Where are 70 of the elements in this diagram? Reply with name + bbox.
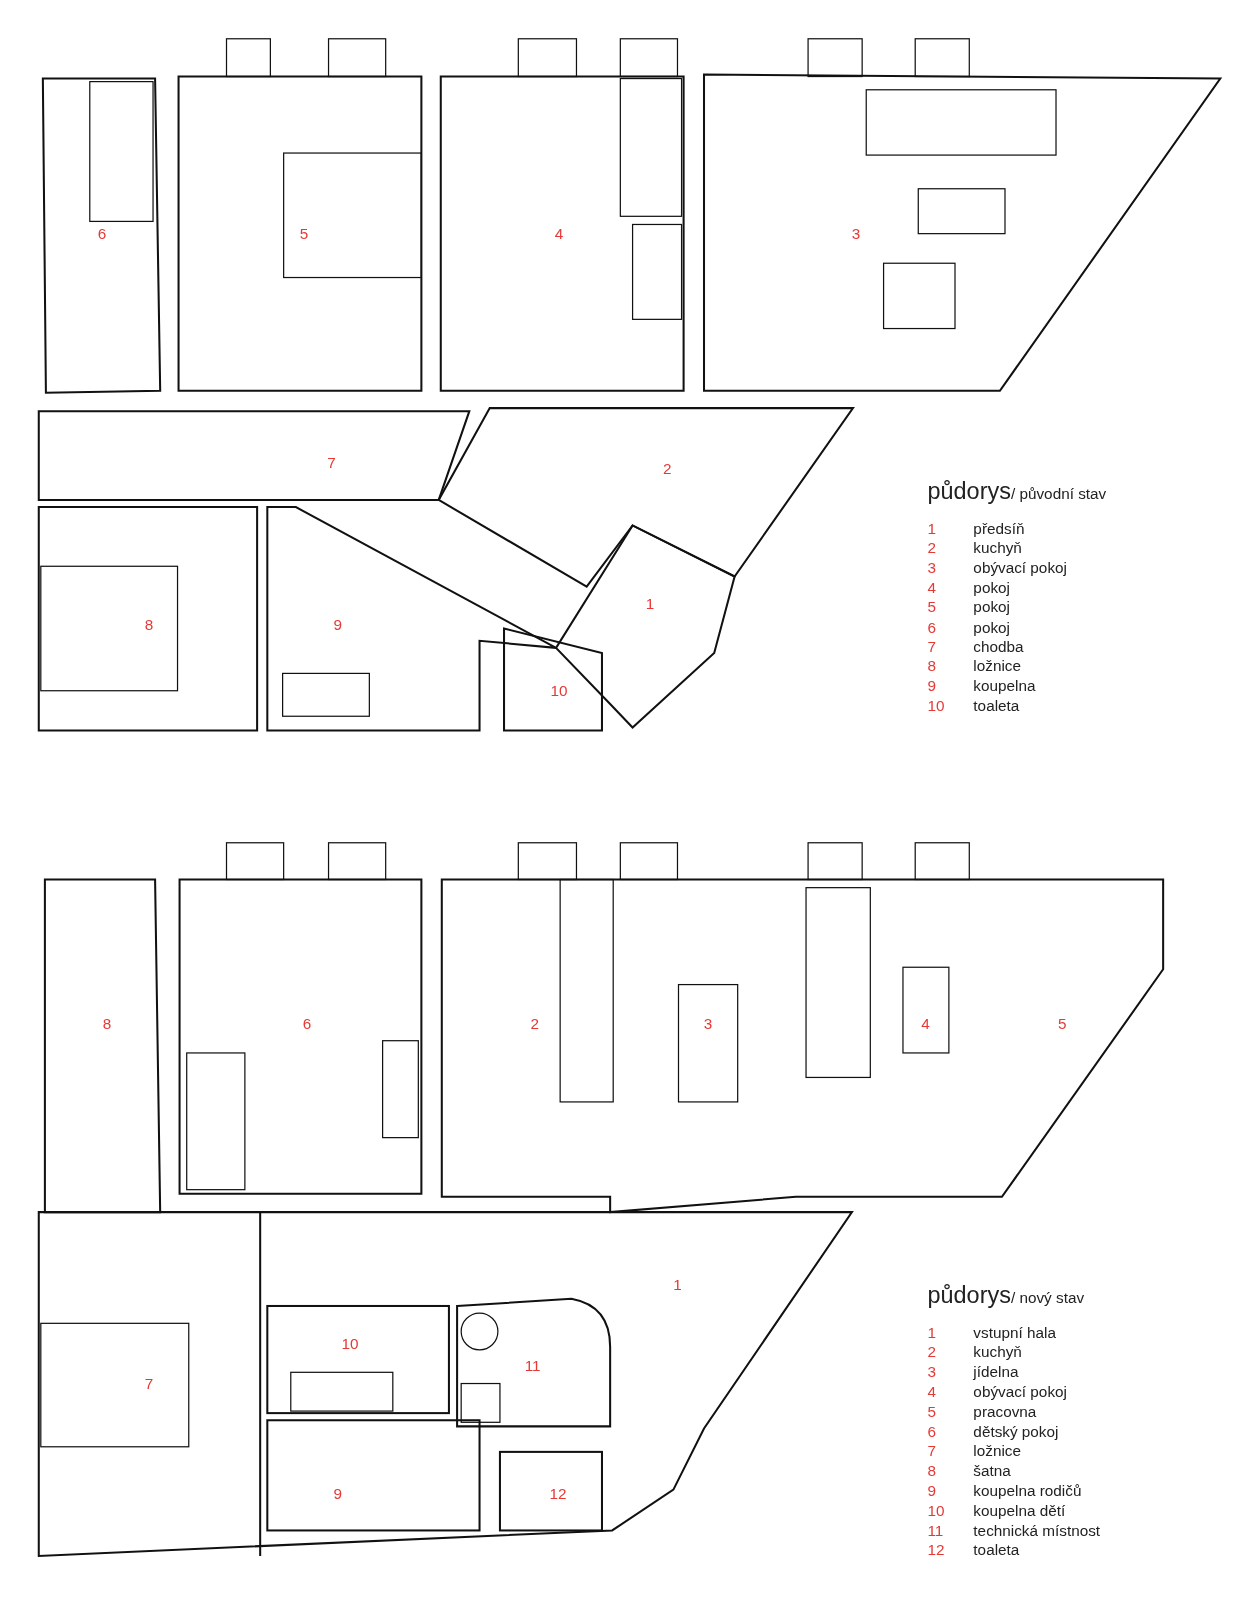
room-number: 10	[550, 683, 568, 699]
legend-number: 10	[927, 1502, 945, 1518]
legend-number: 7	[927, 638, 936, 654]
legend-text: pracovna	[973, 1403, 1037, 1419]
legend-number: 4	[927, 579, 936, 595]
legend-text: koupelna rodičů	[973, 1482, 1082, 1498]
room-number: 7	[327, 454, 336, 470]
legend-number: 1	[927, 1324, 936, 1340]
legend-text: šatna	[973, 1462, 1011, 1479]
room-number: 5	[299, 226, 309, 242]
room-number: 1	[645, 595, 655, 611]
legend-text: jídelna	[973, 1363, 1019, 1380]
legend-text: obývací pokoj	[973, 1383, 1067, 1399]
legend-number: 5	[927, 599, 936, 615]
legend-text: vstupní hala	[973, 1324, 1056, 1340]
legend-text: chodba	[973, 638, 1024, 654]
plan-subheading: / původní stav	[1010, 485, 1107, 501]
legend-text: pokoj	[973, 579, 1010, 595]
room-number: 10	[341, 1336, 359, 1352]
plan-heading: půdorys	[927, 1283, 1011, 1307]
legend-text: technická místnost	[973, 1522, 1101, 1538]
legend-text: obývací pokoj	[973, 559, 1067, 576]
legend-number: 6	[927, 1423, 936, 1439]
plan-heading: půdorys	[927, 479, 1011, 503]
legend-text: kuchyň	[973, 1344, 1022, 1360]
legend-text: pokoj	[973, 599, 1010, 615]
legend-number: 6	[927, 618, 936, 635]
room-number: 11	[524, 1357, 541, 1373]
room-number: 4	[554, 226, 564, 242]
room-number: 2	[663, 460, 672, 476]
legend-text: kuchyň	[973, 540, 1022, 556]
room-number: 6	[97, 226, 107, 242]
room-number: 9	[333, 616, 342, 633]
legend-text: toaleta	[973, 1542, 1020, 1558]
legend-text: předsíň	[973, 520, 1025, 536]
legend-text: pokoj	[973, 618, 1010, 635]
legend-number: 2	[927, 540, 936, 556]
legend-number: 1	[927, 520, 936, 536]
room-number: 8	[102, 1015, 112, 1031]
legend-number: 11	[927, 1522, 944, 1538]
room-number: 5	[1057, 1015, 1067, 1031]
legend-number: 2	[927, 1344, 936, 1360]
plan-subheading: / nový stav	[1010, 1289, 1085, 1305]
legend-number: 3	[927, 559, 936, 576]
room-number: 8	[144, 616, 154, 633]
legend-text: koupelna dětí	[973, 1502, 1066, 1518]
legend-number: 10	[927, 697, 945, 713]
room-number: 3	[851, 226, 861, 242]
legend-number: 8	[927, 1462, 936, 1479]
legend-number: 5	[927, 1403, 936, 1419]
legend-text: dětský pokoj	[973, 1423, 1059, 1439]
legend-text: toaleta	[973, 697, 1020, 713]
legend-number: 7	[927, 1443, 936, 1459]
legend-text: ložnice	[973, 1443, 1021, 1459]
legend-number: 8	[927, 658, 936, 674]
room-number: 3	[703, 1015, 713, 1031]
legend-text: ložnice	[973, 658, 1021, 674]
room-number: 7	[144, 1375, 154, 1392]
legend-text: koupelna	[973, 677, 1036, 694]
room-number: 1	[673, 1276, 682, 1293]
room-number: 2	[530, 1015, 539, 1031]
room-number: 4	[921, 1015, 930, 1031]
room-number: 6	[302, 1015, 312, 1031]
legend-number: 3	[927, 1363, 936, 1380]
legend-number: 4	[927, 1383, 936, 1399]
legend-number: 12	[927, 1542, 945, 1558]
room-number: 9	[333, 1486, 342, 1502]
legend-number: 9	[927, 1482, 936, 1498]
room-number: 12	[549, 1486, 567, 1502]
legend-number: 9	[927, 677, 936, 694]
